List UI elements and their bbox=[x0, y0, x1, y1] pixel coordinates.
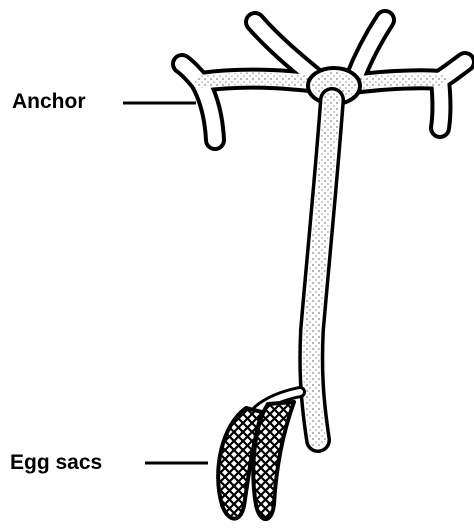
egg-sacs-label: Egg sacs bbox=[10, 452, 102, 473]
anchor-label: Anchor bbox=[12, 91, 86, 112]
egg-sac-right bbox=[253, 402, 294, 519]
stalk bbox=[311, 100, 332, 440]
egg-sacs bbox=[218, 402, 294, 519]
